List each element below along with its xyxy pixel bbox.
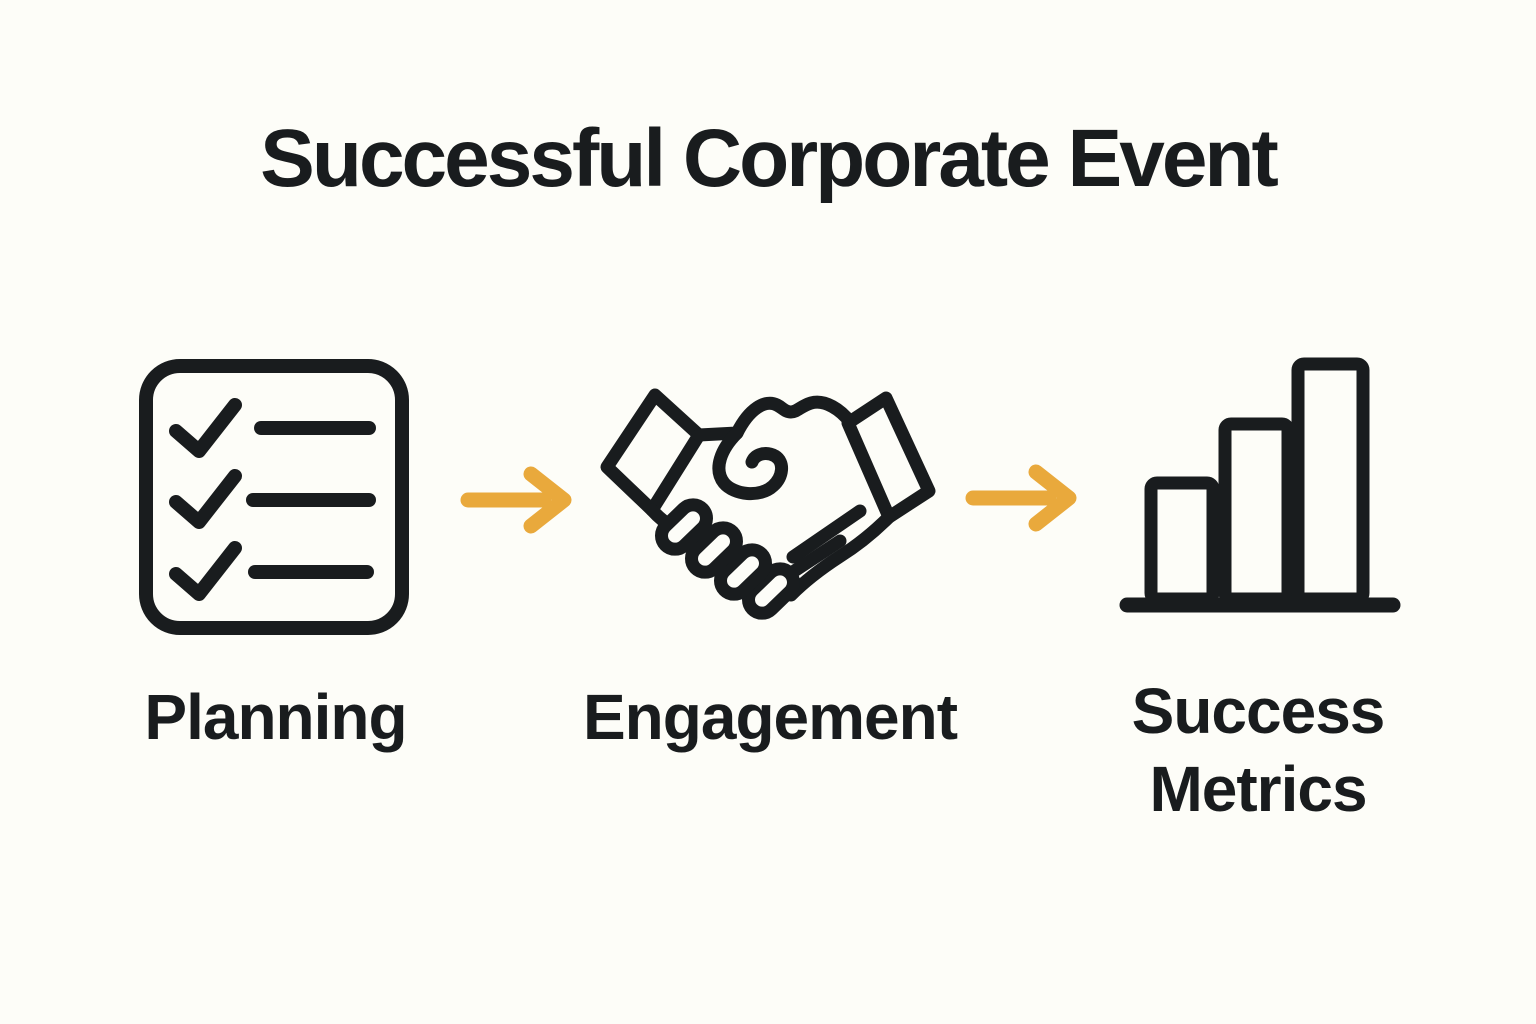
bar-chart-icon [1119, 357, 1401, 613]
handshake-icon [600, 388, 936, 620]
arrow-right-icon [460, 466, 572, 534]
checklist-icon [138, 358, 410, 636]
page-title: Successful Corporate Event [260, 113, 1279, 204]
stage-label-success-metrics: Success Metrics [1131, 675, 1386, 826]
stage-label-planning: Planning [144, 681, 407, 753]
stage-label-engagement: Engagement [582, 681, 958, 753]
arrow-right-icon [965, 464, 1077, 532]
